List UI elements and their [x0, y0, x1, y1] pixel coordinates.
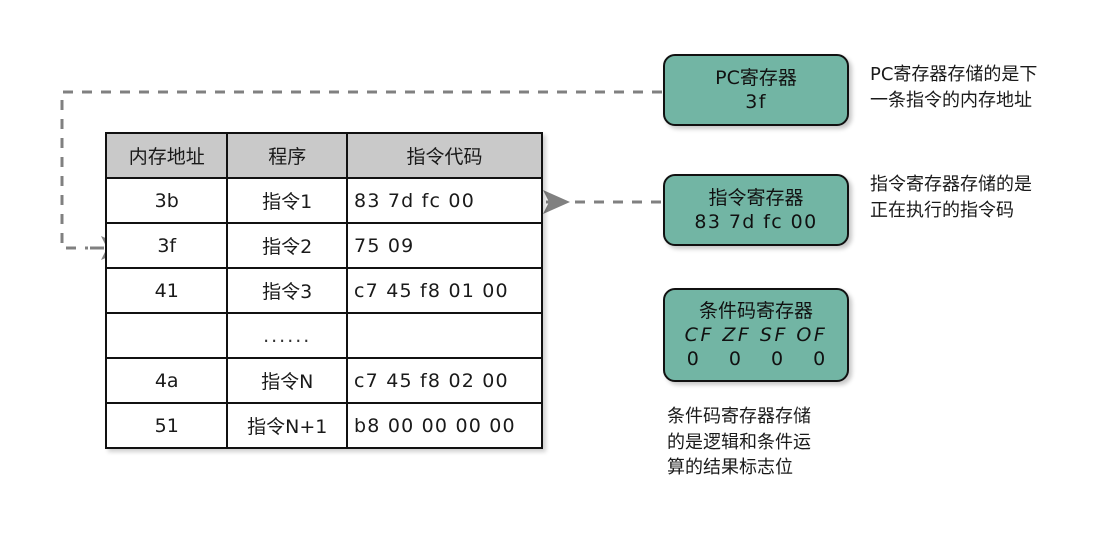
cell-address: 4a — [104, 357, 229, 404]
table-row: 51 指令N+1 b8 00 00 00 00 — [104, 402, 543, 449]
pc-register-note: PC寄存器存储的是下 一条指令的内存地址 — [870, 64, 1038, 111]
table-row: 4a 指令N c7 45 f8 02 00 — [104, 357, 543, 404]
memory-table: 内存地址 程序 指令代码 3b 指令1 83 7d fc 00 3f 指令2 7… — [104, 132, 543, 449]
pc-register-title: PC寄存器 — [715, 66, 797, 89]
column-header-instruction-code: 指令代码 — [346, 132, 543, 179]
cell-program: 指令2 — [226, 222, 349, 269]
table-header-row: 内存地址 程序 指令代码 — [104, 132, 543, 179]
cell-program: 指令N+1 — [226, 402, 349, 449]
cell-program: 指令N — [226, 357, 349, 404]
cell-address — [104, 312, 229, 359]
column-header-address: 内存地址 — [104, 132, 229, 179]
instruction-register-title: 指令寄存器 — [708, 186, 804, 209]
cell-code: b8 00 00 00 00 — [346, 402, 543, 449]
table-row: 3b 指令1 83 7d fc 00 — [104, 177, 543, 224]
condition-code-register-title: 条件码寄存器 — [698, 299, 813, 322]
condition-code-flag-values: 0 0 0 0 — [686, 348, 838, 371]
cell-address: 51 — [104, 402, 229, 449]
cell-program: 指令1 — [226, 177, 349, 224]
instruction-register-box: 指令寄存器 83 7d fc 00 — [663, 174, 849, 246]
table-row: 41 指令3 c7 45 f8 01 00 — [104, 267, 543, 314]
pc-register-value: 3f — [745, 91, 767, 113]
cell-address: 3f — [104, 222, 229, 269]
cell-code — [346, 312, 543, 359]
condition-code-register-box: 条件码寄存器 CF ZF SF OF 0 0 0 0 — [663, 288, 849, 382]
pc-register-box: PC寄存器 3f — [663, 54, 849, 126]
cell-code: c7 45 f8 02 00 — [346, 357, 543, 404]
instruction-register-value: 83 7d fc 00 — [694, 211, 818, 233]
condition-code-register-note: 条件码寄存器存储 的是逻辑和条件运 算的结果标志位 — [667, 406, 811, 479]
table-row: 3f 指令2 75 09 — [104, 222, 543, 269]
cell-address: 3b — [104, 177, 229, 224]
cell-address: 41 — [104, 267, 229, 314]
cell-program: 指令3 — [226, 267, 349, 314]
column-header-program: 程序 — [226, 132, 349, 179]
cell-code: 83 7d fc 00 — [346, 177, 543, 224]
instruction-register-note: 指令寄存器存储的是 正在执行的指令码 — [870, 174, 1032, 221]
cell-program-ellipsis: ...... — [226, 312, 349, 359]
cell-code: c7 45 f8 01 00 — [346, 267, 543, 314]
condition-code-flag-names: CF ZF SF OF — [684, 323, 828, 346]
cell-code: 75 09 — [346, 222, 543, 269]
table-row-ellipsis: ...... — [104, 312, 543, 359]
